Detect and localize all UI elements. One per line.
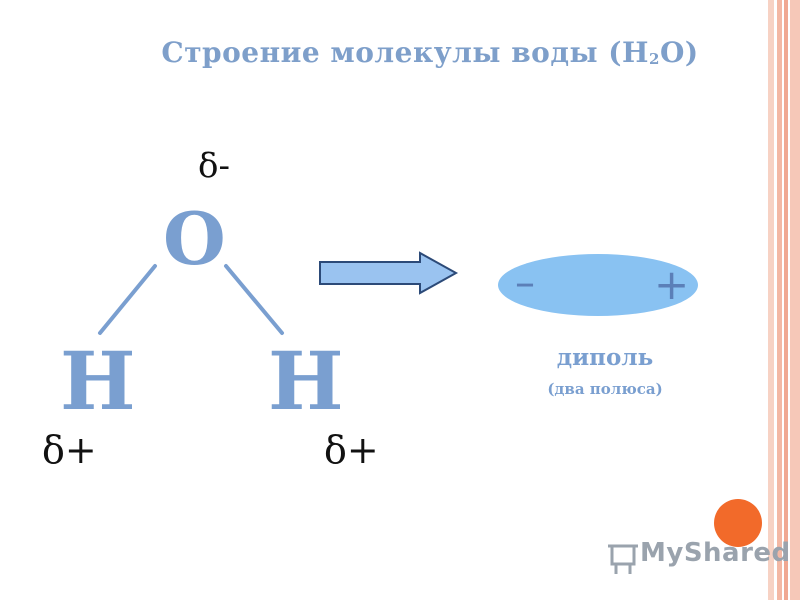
dipole-sublabel: (два полюса): [547, 380, 663, 398]
hydrogen-left-charge: δ+: [42, 428, 97, 472]
watermark-text: MyShared: [640, 538, 791, 568]
hydrogen-right-atom: H: [268, 334, 344, 428]
oxygen-atom: O: [163, 196, 226, 281]
dipole-ellipse: [498, 254, 698, 316]
orange-dot-icon: [714, 499, 762, 547]
title-text: Строение молекулы воды (H: [161, 36, 650, 69]
dipole-minus-sign: –: [515, 260, 535, 306]
decor-stripe-3: [784, 0, 788, 600]
decor-stripe-1: [768, 0, 774, 600]
myshared-logo-icon: [608, 544, 638, 574]
bond-left: [98, 264, 157, 335]
decor-stripe-2: [777, 0, 782, 600]
dipole-label: диполь: [556, 344, 654, 371]
slide-title: Строение молекулы воды (H2O): [0, 36, 800, 69]
hydrogen-right-charge: δ+: [324, 428, 379, 472]
title-subscript: 2: [649, 50, 660, 68]
title-suffix: O): [659, 36, 699, 69]
hydrogen-left-atom: H: [60, 334, 136, 428]
decor-stripe-4: [790, 0, 800, 600]
bond-right: [224, 264, 284, 335]
dipole-plus-sign: +: [654, 260, 690, 309]
oxygen-charge: δ-: [198, 146, 230, 186]
arrow-right-icon: [319, 251, 459, 295]
